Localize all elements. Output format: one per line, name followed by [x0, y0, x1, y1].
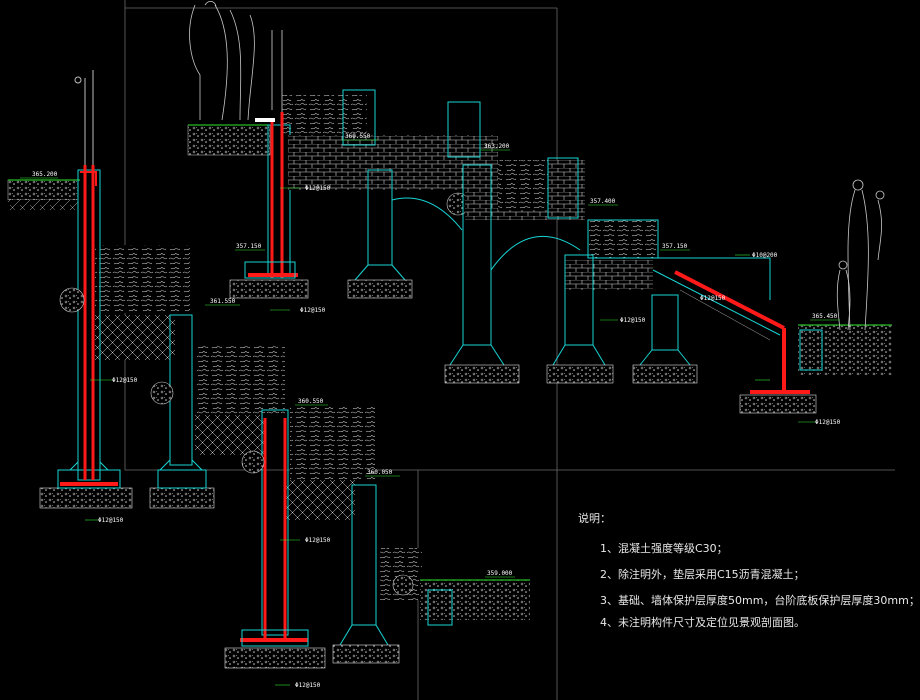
level-marker: 365.450	[810, 313, 840, 321]
rebar-callout: Φ12@150	[270, 307, 326, 314]
rebar-callout: Φ12@150	[90, 377, 138, 384]
note-item: 1、混凝土强度等级C30；	[600, 542, 728, 555]
level-marker: 360.550	[342, 133, 378, 141]
note-item: 3、基础、墙体保护层厚度50mm，台阶底板保护层厚度30mm；	[600, 594, 920, 607]
level-label: 363.200	[484, 143, 510, 150]
notes-title: 说明：	[578, 512, 611, 525]
rebar-label: Φ12@150	[815, 419, 841, 426]
rebar-callouts: Φ12@150 Φ12@150 Φ12@150 Φ12@150 Φ12@150 …	[85, 185, 841, 689]
rebar-label: Φ12@150	[98, 517, 124, 524]
drawing-frame	[124, 0, 895, 700]
level-label: 360.050	[367, 469, 393, 476]
rebar-label: Φ10@200	[752, 252, 778, 259]
upper-steps	[187, 30, 498, 299]
rebar-callout: Φ12@150	[280, 537, 331, 544]
rebar-label: Φ12@150	[305, 185, 331, 192]
level-marker: 357.150	[235, 243, 265, 251]
rebar-callout: Φ12@150	[798, 419, 841, 426]
level-label: 357.150	[236, 243, 262, 250]
rebar-callout: Φ10@200	[735, 252, 778, 259]
level-label: 357.150	[662, 243, 688, 250]
level-label: 361.550	[210, 298, 236, 305]
level-marker: 360.550	[295, 398, 328, 406]
section-drawing: 365.200 360.550 363.200 357.400 357.150 …	[7, 0, 895, 700]
level-markers: 365.200 360.550 363.200 357.400 357.150 …	[20, 133, 840, 578]
level-label: 365.450	[812, 313, 838, 320]
rebar-label: Φ12@150	[700, 295, 726, 302]
arched-steps	[444, 157, 892, 414]
human-figures-illustration	[189, 0, 885, 331]
rebar-label: Φ12@150	[620, 317, 646, 324]
rebar-label: Φ12@150	[300, 307, 326, 314]
level-marker: 359.000	[485, 570, 515, 578]
level-marker: 357.400	[588, 198, 618, 206]
rebar-callout: Φ12@150	[275, 682, 321, 689]
rebar-label: Φ12@150	[305, 537, 331, 544]
level-marker: 361.550	[205, 298, 240, 306]
rebar-label: Φ12@150	[295, 682, 321, 689]
rebar-callout: Φ12@150	[700, 295, 770, 381]
level-label: 360.550	[345, 133, 371, 140]
lower-retaining-wall	[195, 345, 530, 669]
level-label: 357.400	[590, 198, 616, 205]
rebar-callout: Φ12@150	[280, 185, 331, 192]
level-label: 360.550	[298, 398, 324, 405]
note-item: 4、未注明构件尺寸及定位见景观剖面图。	[600, 616, 805, 629]
rebar-callout: Φ12@150	[85, 517, 124, 524]
level-marker: 365.200	[20, 171, 58, 179]
left-retaining-wall	[7, 70, 215, 509]
level-marker: 363.200	[480, 143, 510, 151]
level-marker: 360.050	[365, 469, 400, 477]
note-item: 2、除注明外，垫层采用C15沥青混凝土；	[600, 568, 805, 581]
rebar-callout: Φ12@150	[600, 317, 646, 324]
level-label: 365.200	[32, 171, 58, 178]
level-label: 359.000	[487, 570, 513, 577]
level-marker: 357.150	[660, 243, 690, 251]
rebar-label: Φ12@150	[112, 377, 138, 384]
